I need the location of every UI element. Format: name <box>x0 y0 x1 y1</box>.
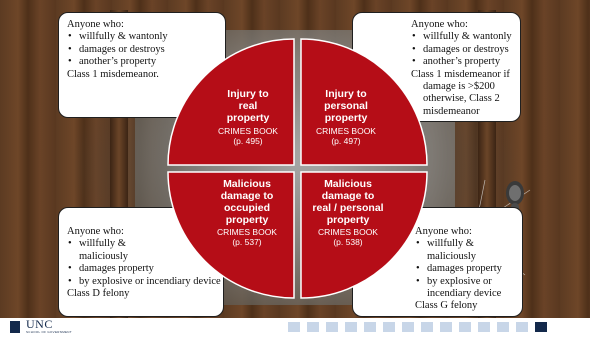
penalty-text: damage is >$200 <box>423 81 495 93</box>
title-line: real / personal <box>312 202 384 214</box>
footer-square <box>459 322 471 332</box>
reference-line: (p. 537) <box>232 237 262 247</box>
criteria-list: willfully & wantonly damages or destroys… <box>67 31 217 69</box>
title-line: property <box>324 112 368 124</box>
quadrant-bottom-right-title: Malicious damage to real / personal prop… <box>302 178 394 226</box>
criteria-list: willfully & maliciously damages property… <box>361 238 502 300</box>
quadrant-top-left-title: Injury to real property <box>206 88 290 124</box>
footer-square <box>364 322 376 332</box>
penalty-text: Class 1 misdemeanor if <box>411 68 510 80</box>
footer-square <box>345 322 357 332</box>
footer-square <box>535 322 547 332</box>
title-line: property <box>225 214 269 226</box>
criteria-item: willfully & wantonly <box>411 31 512 44</box>
title-line: Malicious <box>223 178 271 190</box>
reference-line: CRIMES BOOK <box>318 227 378 237</box>
criteria-item: damages or destroys <box>67 44 217 57</box>
footer-square <box>516 322 528 332</box>
penalty-text: Class G felony <box>415 300 478 312</box>
quadrant-top-right-shape <box>300 38 428 166</box>
reference-line: CRIMES BOOK <box>217 227 277 237</box>
quadrant-bottom-left-title: Malicious damage to occupied property <box>202 178 292 226</box>
quadrant-top-right-title: Injury to personal property <box>304 88 388 124</box>
quadrant-bottom-right-shape <box>300 171 428 299</box>
quadrant-bottom-left-shape <box>167 171 295 299</box>
criteria-item: another’s property <box>411 56 512 69</box>
title-line: Injury to <box>227 88 269 100</box>
criteria-list: willfully & maliciously damages property… <box>67 238 221 288</box>
box-malicious-real-personal-property: Anyone who: willfully & maliciously dama… <box>352 207 523 317</box>
footer-square <box>326 322 338 332</box>
quadrant-bottom-left-reference: CRIMES BOOK (p. 537) <box>202 227 292 247</box>
unc-logo-icon <box>10 321 20 333</box>
criteria-list: willfully & wantonly damages or destroys… <box>361 31 512 69</box>
reference-line: (p. 497) <box>331 136 361 146</box>
quadrant-top-left-reference: CRIMES BOOK (p. 495) <box>206 126 290 146</box>
title-line: personal <box>324 100 368 112</box>
penalty-text: otherwise, Class 2 <box>423 93 500 105</box>
quadrant-shapes <box>167 38 428 299</box>
criteria-item: damages property <box>415 263 517 276</box>
criteria-item: another’s property <box>67 56 217 69</box>
title-line: property <box>226 112 270 124</box>
title-line: damage to <box>321 190 375 202</box>
title-line: property <box>326 214 370 226</box>
footer-square <box>402 322 414 332</box>
criteria-item: by explosive or incendiary device <box>67 276 227 289</box>
criteria-item: damages or destroys <box>411 44 512 57</box>
quadrant-top-left-shape <box>167 38 295 166</box>
criteria-item: by explosive or incendiary device <box>415 276 521 301</box>
criteria-item: willfully & wantonly <box>67 31 217 44</box>
logo-subtext: SCHOOL OF GOVERNMENT <box>26 330 72 334</box>
footer-square-strip <box>288 322 547 332</box>
title-line: Injury to <box>325 88 367 100</box>
title-line: Malicious <box>324 178 372 190</box>
criteria-item: willfully & maliciously <box>415 238 487 263</box>
penalty-text: Class 1 misdemeanor. <box>67 68 159 80</box>
footer-square <box>478 322 490 332</box>
box-lead: Anyone who: <box>67 226 124 237</box>
footer-square <box>440 322 452 332</box>
quadrant-bottom-right-reference: CRIMES BOOK (p. 538) <box>302 227 394 247</box>
footer-square <box>307 322 319 332</box>
footer-square <box>497 322 509 332</box>
title-line: real <box>238 100 258 112</box>
reference-line: (p. 495) <box>233 136 263 146</box>
title-line: damage to <box>220 190 274 202</box>
footer-square <box>383 322 395 332</box>
reference-line: CRIMES BOOK <box>218 126 278 136</box>
footer-square <box>421 322 433 332</box>
box-lead: Anyone who: <box>411 19 468 30</box>
criteria-item: damages property <box>67 263 219 276</box>
title-line: occupied <box>223 202 271 214</box>
reference-line: (p. 538) <box>333 237 363 247</box>
quadrant-circle: Injury to real property CRIMES BOOK (p. … <box>166 37 429 300</box>
footer-square <box>288 322 300 332</box>
logo-text: UNC <box>26 317 53 331</box>
box-lead: Anyone who: <box>67 19 124 30</box>
quadrant-top-right-reference: CRIMES BOOK (p. 497) <box>304 126 388 146</box>
penalty-text: Class D felony <box>67 288 130 300</box>
box-lead: Anyone who: <box>415 226 472 237</box>
reference-line: CRIMES BOOK <box>316 126 376 136</box>
criteria-item: willfully & maliciously <box>67 238 145 263</box>
penalty-text: misdemeanor <box>423 105 480 117</box>
